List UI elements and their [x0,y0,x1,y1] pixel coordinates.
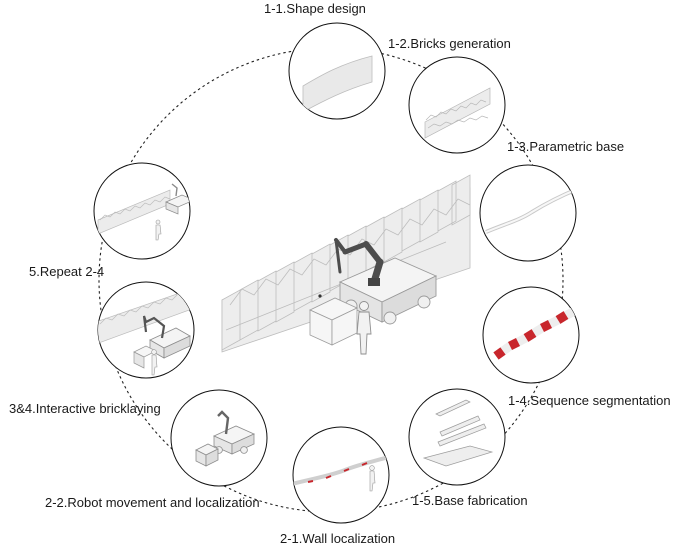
label-1-1-shape-design: 1-1.Shape design [264,1,366,16]
label-5-repeat: 5.Repeat 2-4 [29,264,105,279]
operator-person [356,301,372,355]
robot-arm [334,238,384,286]
label-2-1-wall-localization: 2-1.Wall localization [280,531,396,546]
stage-2-1-icon [292,426,390,524]
stage-5-icon [93,162,191,260]
label-1-3-parametric-base: 1-3.Parametric base [507,139,625,154]
label-1-4-sequence-segmentation: 1-4.Sequence segmentation [508,393,671,408]
stage-2-2-icon [170,389,268,487]
stage-1-1-icon [288,22,386,120]
center-robot-wall-illustration [221,174,471,355]
stage-1-4-icon [482,286,580,384]
label-1-2-bricks-generation: 1-2.Bricks generation [388,36,511,51]
label-1-5-base-fabrication: 1-5.Base fabrication [412,493,528,508]
label-3-4-interactive-bricklaying: 3&4.Interactive bricklaying [9,401,161,416]
stage-3-4-icon [97,281,195,379]
label-2-2-robot-movement: 2-2.Robot movement and localization [45,495,260,510]
stage-1-5-icon [408,388,506,486]
stage-1-3-icon [479,164,577,262]
stage-1-2-icon [408,56,506,154]
mobile-robot-base [338,257,438,325]
